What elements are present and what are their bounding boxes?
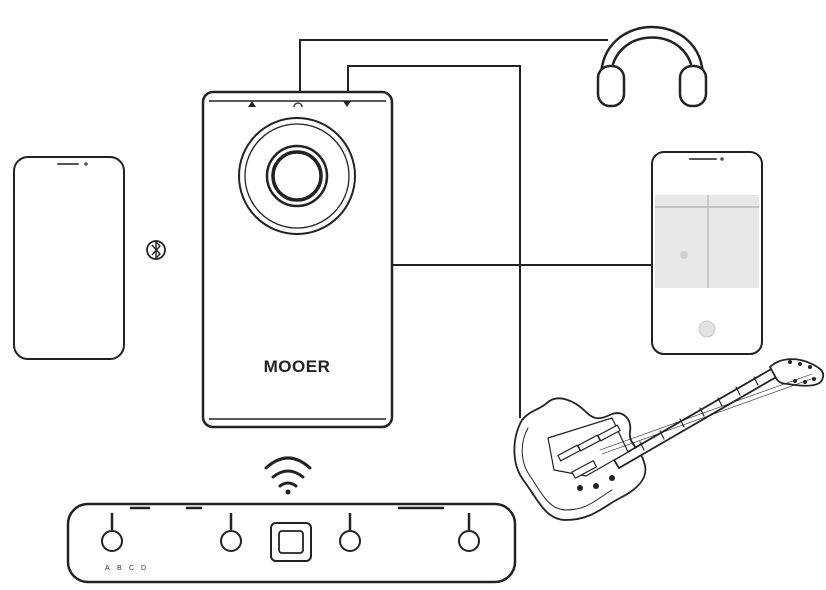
footswitch-label-d: D xyxy=(141,565,146,572)
app-sound-icon xyxy=(680,251,688,259)
app-screen xyxy=(655,195,759,288)
footswitch-c xyxy=(339,513,361,552)
port-marker-output xyxy=(343,101,351,107)
footswitch-d xyxy=(458,513,480,552)
bluetooth-icon xyxy=(146,240,166,260)
port-marker-input xyxy=(248,101,256,107)
headphone-cable xyxy=(299,39,608,92)
footswitch-a xyxy=(101,513,123,552)
wifi-icon xyxy=(264,456,312,495)
footswitch-label-a: A xyxy=(105,565,110,572)
port-marker-headphone-icon xyxy=(293,102,303,108)
device-brand: MOOER xyxy=(264,357,331,376)
control-knob xyxy=(238,117,356,235)
center-button xyxy=(270,522,312,562)
footswitch-label-b: B xyxy=(117,565,122,572)
headphones-icon xyxy=(596,25,708,108)
right-smartphone xyxy=(651,151,763,355)
electric-guitar-icon xyxy=(513,358,825,521)
guitar-cable xyxy=(347,65,521,418)
footswitch-b xyxy=(220,513,242,552)
left-smartphone xyxy=(13,156,125,360)
footswitch-controller: A B C D xyxy=(66,502,517,584)
footswitch-labels: A B C D xyxy=(105,565,146,572)
footswitch-label-c: C xyxy=(129,565,134,572)
home-button xyxy=(698,320,716,338)
cables xyxy=(299,39,655,418)
mooer-device: MOOER xyxy=(201,90,394,429)
